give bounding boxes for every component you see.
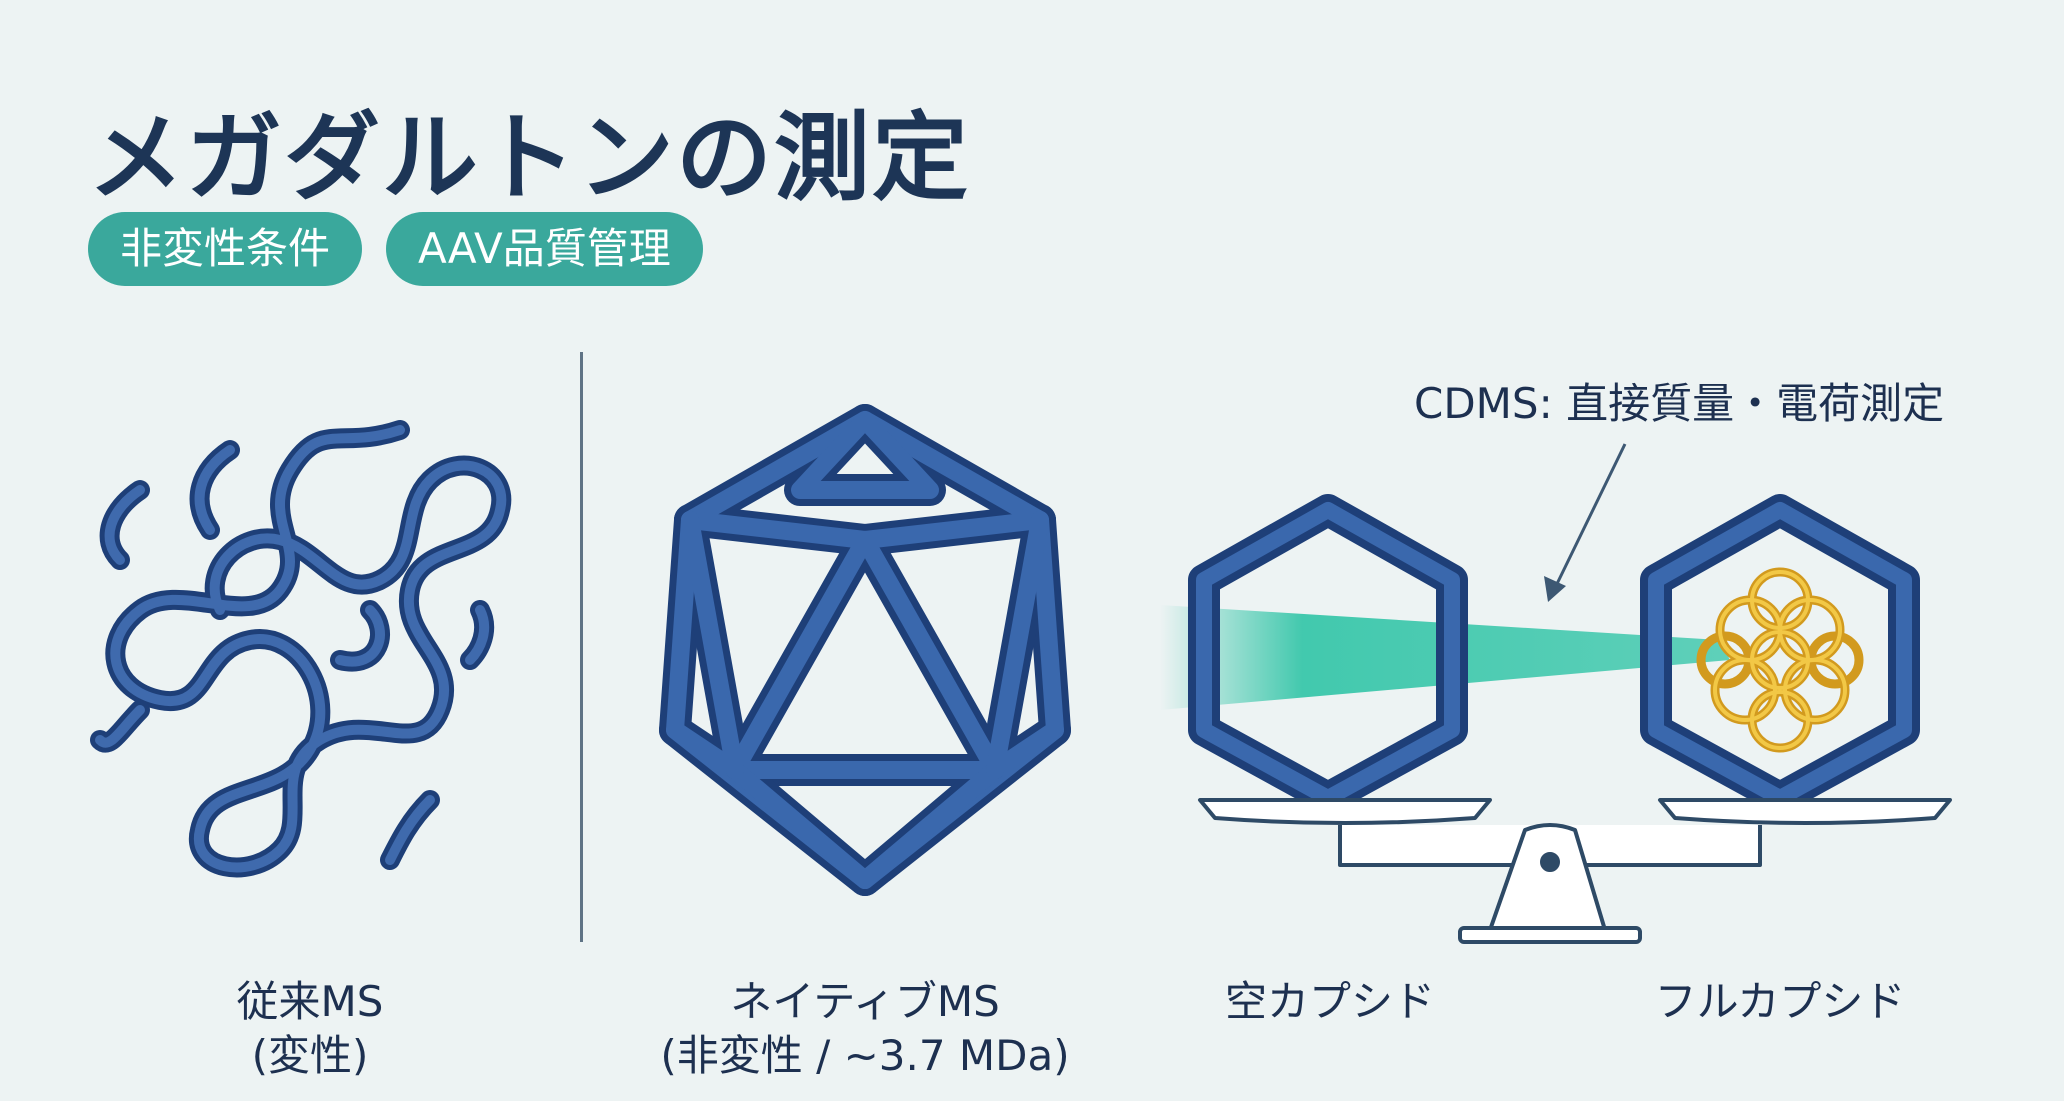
cdms-scene <box>1160 443 1952 944</box>
annotation-arrow <box>1544 443 1627 602</box>
tag-aav-quality-control: AAV品質管理 <box>386 212 703 286</box>
empty-capsid-label: 空カプシド <box>1224 977 1435 1026</box>
native-ms-label-line2: (非変性 / ~3.7 MDa) <box>660 1031 1070 1080</box>
cdms-annotation: CDMS: 直接質量・電荷測定 <box>1414 379 1945 428</box>
page-title: メガダルトンの測定 <box>88 102 970 214</box>
native-ms-label: ネイティブMS (非変性 / ~3.7 MDa) <box>640 975 1090 1083</box>
tag-list: 非変性条件 AAV品質管理 <box>88 212 703 286</box>
full-capsid-label: フルカプシド <box>1654 977 1906 1026</box>
native-ms-label-line1: ネイティブMS <box>730 977 1000 1026</box>
balance-scale-icon <box>1198 798 1952 944</box>
native-capsid-icon <box>659 404 1071 896</box>
conventional-ms-label-line2: (変性) <box>251 1031 369 1080</box>
tag-native-conditions: 非変性条件 <box>88 212 363 286</box>
conventional-ms-label-line1: 従来MS <box>236 977 384 1026</box>
denatured-protein-icon <box>90 420 512 878</box>
conventional-ms-label: 従来MS (変性) <box>150 975 470 1083</box>
section-divider <box>580 352 583 942</box>
